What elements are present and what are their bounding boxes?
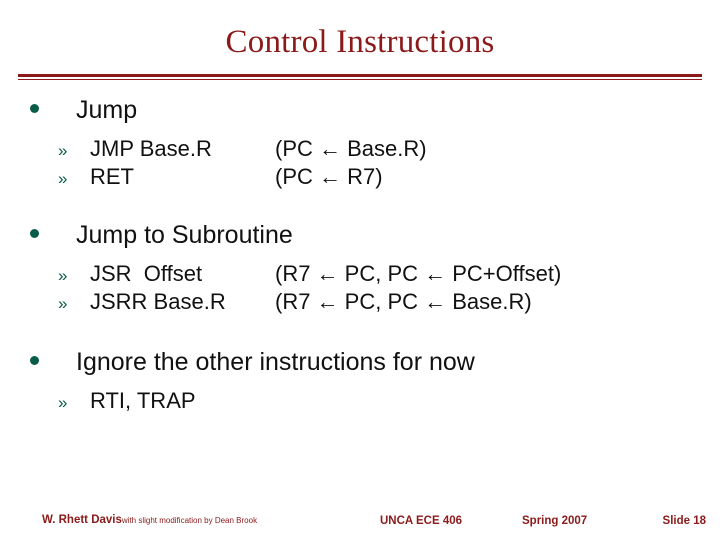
instruction-mnemonic: JSRR Base.R bbox=[90, 288, 226, 314]
title-rule-thin bbox=[18, 79, 702, 80]
section-jump: Jump » JMP Base.R (PC ← Base.R) » RET (P… bbox=[0, 96, 720, 191]
sub-items: » RTI, TRAP bbox=[0, 387, 720, 415]
instruction-mnemonic: RET bbox=[90, 163, 134, 189]
instruction-mnemonic: JMP Base.R bbox=[90, 135, 212, 161]
sub-items: » JSR Offset (R7 ← PC, PC ← PC+Offset) »… bbox=[0, 260, 720, 316]
list-item: » JSR Offset (R7 ← PC, PC ← PC+Offset) bbox=[0, 260, 720, 288]
slide-footer: W. Rhett Daviswith slight modification b… bbox=[0, 508, 720, 528]
slide-body: Jump » JMP Base.R (PC ← Base.R) » RET (P… bbox=[0, 96, 720, 415]
sub-items: » JMP Base.R (PC ← Base.R) » RET (PC ← R… bbox=[0, 135, 720, 191]
list-item: » RET (PC ← R7) bbox=[0, 163, 720, 191]
chevron-double-right-icon: » bbox=[58, 168, 68, 188]
list-item: » JSRR Base.R (R7 ← PC, PC ← Base.R) bbox=[0, 288, 720, 316]
instruction-mnemonic: JSR Offset bbox=[90, 260, 203, 286]
page-title: Control Instructions bbox=[225, 24, 495, 60]
instruction-rtl: (PC ← Base.R) bbox=[275, 135, 427, 161]
footer-course: UNCA ECE 406 bbox=[380, 515, 463, 527]
chevron-double-right-icon: » bbox=[58, 265, 68, 285]
section-jump-to-subroutine: Jump to Subroutine » JSR Offset (R7 ← PC… bbox=[0, 221, 720, 316]
spacer bbox=[0, 191, 720, 221]
footer-author: W. Rhett Davis bbox=[42, 514, 122, 526]
spacer bbox=[0, 316, 720, 348]
section-heading: Ignore the other instructions for now bbox=[76, 348, 475, 377]
instruction-mnemonic: RTI, TRAP bbox=[90, 387, 196, 413]
list-item: » JMP Base.R (PC ← Base.R) bbox=[0, 135, 720, 163]
bullet-dot-icon bbox=[30, 104, 39, 113]
section-ignore-others: Ignore the other instructions for now » … bbox=[0, 348, 720, 415]
footer-slide-number: Slide 18 bbox=[662, 515, 706, 527]
chevron-double-right-icon: » bbox=[58, 140, 68, 160]
footer-author-note: with slight modification by Dean Brook bbox=[121, 516, 258, 525]
chevron-double-right-icon: » bbox=[58, 392, 68, 412]
instruction-rtl: (PC ← R7) bbox=[275, 163, 383, 189]
section-heading: Jump to Subroutine bbox=[76, 221, 293, 250]
section-heading: Jump bbox=[76, 96, 138, 124]
instruction-rtl: (R7 ← PC, PC ← PC+Offset) bbox=[275, 260, 562, 286]
bullet-dot-icon bbox=[30, 229, 39, 239]
title-rule-thick bbox=[18, 74, 702, 77]
chevron-double-right-icon: » bbox=[58, 293, 68, 313]
instruction-rtl: (R7 ← PC, PC ← Base.R) bbox=[275, 288, 532, 314]
footer-term: Spring 2007 bbox=[522, 515, 588, 527]
bullet-level1: Jump to Subroutine bbox=[0, 221, 720, 250]
bullet-dot-icon bbox=[30, 356, 39, 366]
list-item: » RTI, TRAP bbox=[0, 387, 720, 415]
footer-author-group: W. Rhett Daviswith slight modification b… bbox=[42, 510, 257, 528]
bullet-level1: Jump bbox=[0, 96, 720, 125]
bullet-level1: Ignore the other instructions for now bbox=[0, 348, 720, 377]
